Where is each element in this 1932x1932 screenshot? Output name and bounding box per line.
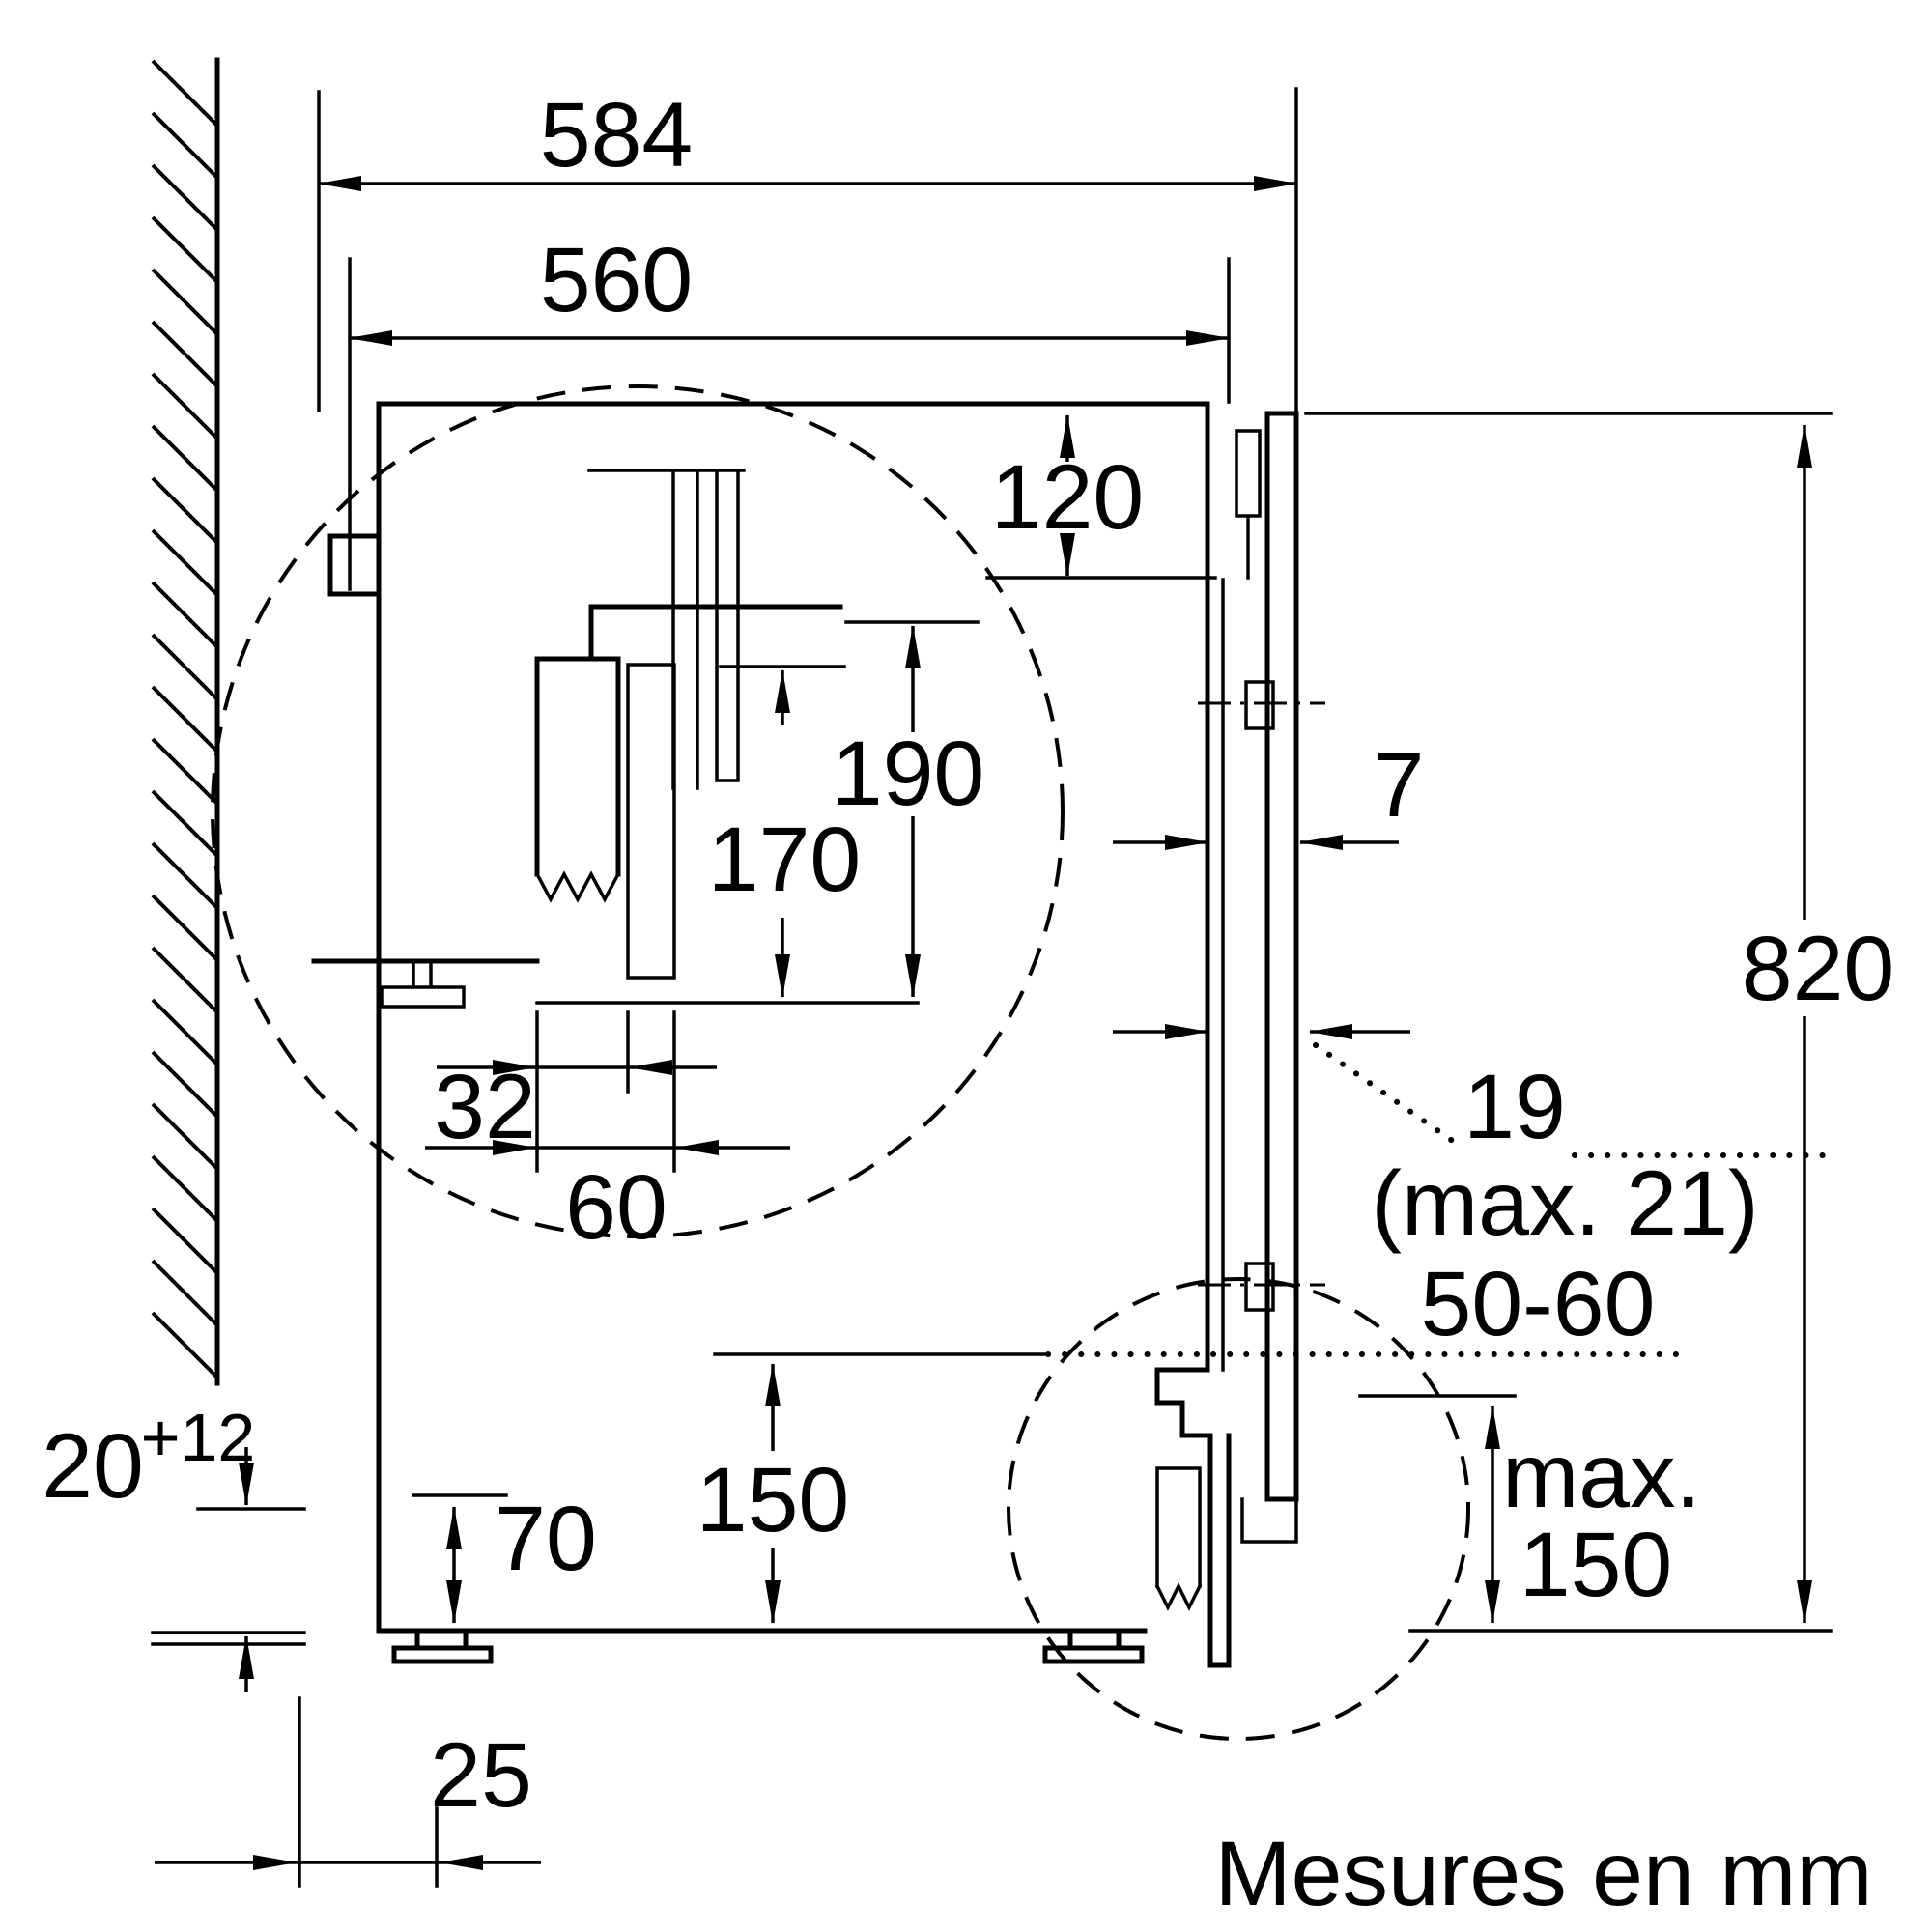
dimension-190: 190: [832, 625, 985, 998]
dimension-max-150: max. 150: [1485, 1406, 1701, 1624]
dim-label-7: 7: [1374, 734, 1425, 837]
dimension-170: 170: [708, 669, 862, 998]
dim-label-584: 584: [540, 84, 694, 186]
dim-label-190: 190: [832, 723, 985, 825]
dim-label-50-60: 50-60: [1421, 1253, 1656, 1355]
dim-label-25: 25: [430, 1724, 532, 1827]
dimension-20-12: 20 +12: [42, 1400, 255, 1692]
dim-label-70: 70: [495, 1488, 597, 1590]
dimension-150: 150: [696, 1363, 850, 1624]
dim-label-32: 32: [434, 1056, 536, 1158]
wall-hatching: [151, 59, 219, 1379]
dimension-560: 560: [349, 229, 1230, 346]
dimension-120: 120: [991, 414, 1145, 577]
serration-bottom: [1154, 1582, 1203, 1611]
detail-circle-bottom: [1007, 1277, 1470, 1741]
wall: [151, 57, 220, 1386]
dim-label-170: 170: [708, 809, 862, 911]
furniture-door-panel: [1235, 411, 1299, 1544]
serration-top: [534, 870, 621, 903]
dim-label-60: 60: [565, 1156, 668, 1259]
dim-label-560: 560: [540, 229, 694, 331]
dim-label-120: 120: [991, 446, 1145, 549]
dim-label-150: 150: [696, 1449, 850, 1551]
dim-label-19: 19: [1463, 1056, 1566, 1158]
units-caption: Mesures en mm: [1214, 1823, 1872, 1925]
dimension-19: 19 (max. 21): [1113, 1024, 1759, 1255]
dim-label-20: 20: [42, 1415, 144, 1518]
dimension-70: 70: [446, 1488, 597, 1624]
dim-label-max: max.: [1502, 1425, 1701, 1527]
appliance-feet: [391, 1628, 1145, 1664]
appliance-outline: [327, 401, 1225, 1634]
dotted-leaders: [1045, 1042, 1838, 1357]
dimension-25: 25: [155, 1724, 541, 1870]
plinth-detail: [1154, 1433, 1232, 1668]
mounting-bracket-detail: [311, 469, 843, 1009]
detail-circle-top: [211, 384, 1065, 1238]
dimension-60: 60: [425, 1140, 790, 1259]
dim-label-max-150: 150: [1520, 1514, 1673, 1616]
dim-label-19-max: (max. 21): [1371, 1152, 1758, 1255]
hinge-details: [1198, 680, 1325, 1312]
dimension-7: 7: [1113, 734, 1425, 850]
dim-label-820: 820: [1742, 918, 1895, 1020]
dim-label-plus-12: +12: [141, 1400, 256, 1475]
dimension-820: 820: [1742, 424, 1895, 1624]
dimension-584: 584: [318, 84, 1297, 191]
reference-lines: [151, 87, 1833, 1888]
